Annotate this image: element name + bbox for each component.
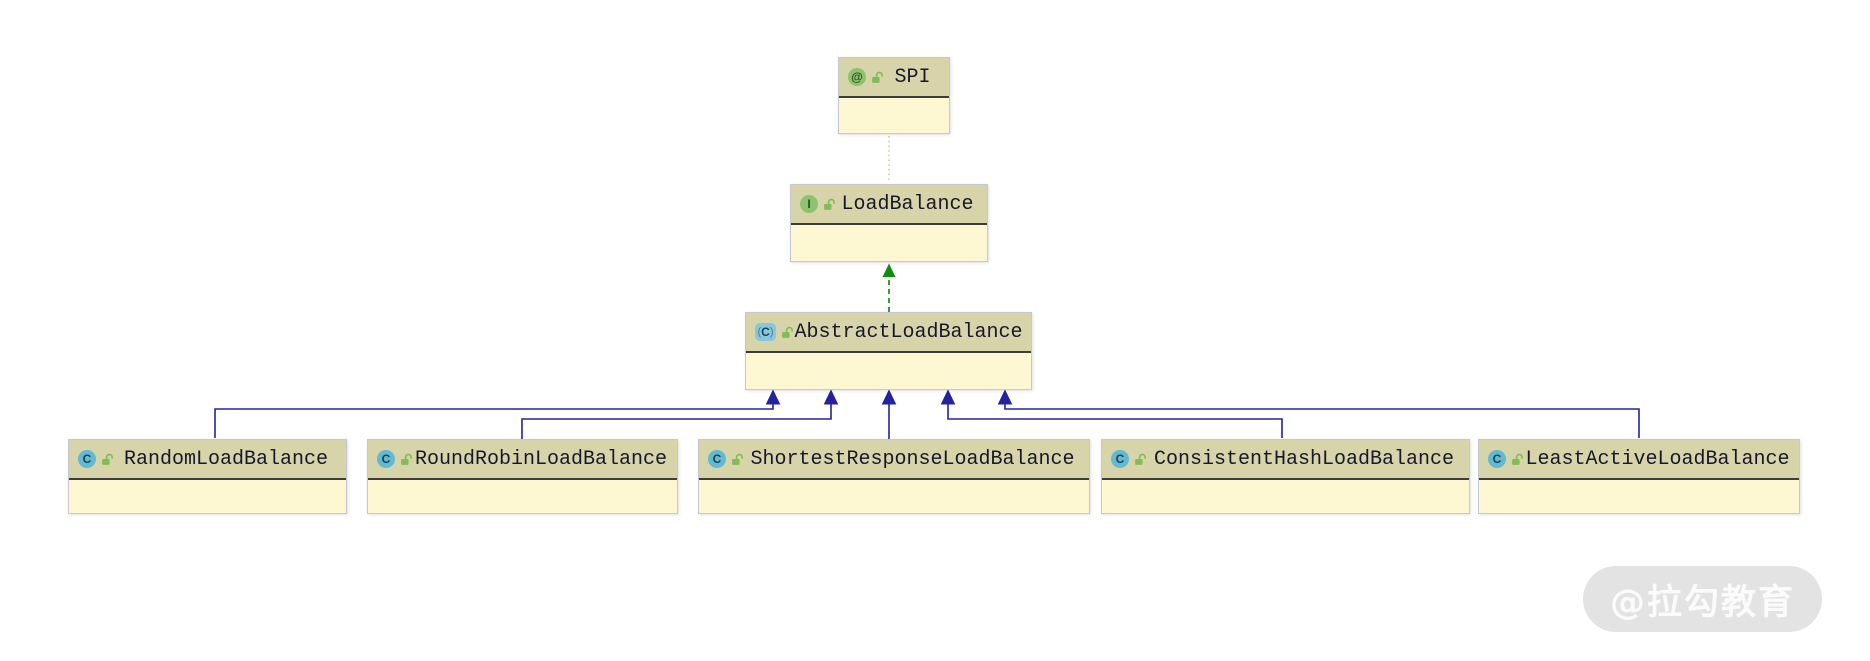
generalization-connector-leastactive [1004, 404, 1640, 438]
node-body [368, 480, 677, 513]
unlocked-lock-icon [823, 198, 836, 211]
class-icon: C [1488, 450, 1506, 468]
unlocked-lock-icon [400, 453, 413, 466]
unlocked-lock-icon [1134, 453, 1147, 466]
class-node-randomloadbalance[interactable]: C RandomLoadBalance [68, 439, 347, 514]
unlocked-lock-icon [871, 71, 884, 84]
generalization-arrowhead-consistenthash [940, 389, 956, 405]
class-node-abstractloadbalance[interactable]: (C) AbstractLoadBalance [745, 312, 1032, 390]
interface-icon: I [800, 195, 818, 213]
node-body [791, 225, 987, 261]
class-icon: C [377, 450, 395, 468]
class-name: RandomLoadBalance [123, 447, 329, 471]
node-header: C RoundRobinLoadBalance [368, 440, 677, 480]
node-body [839, 98, 949, 133]
node-header: C LeastActiveLoadBalance [1479, 440, 1799, 480]
class-icon: C [708, 450, 726, 468]
node-body [1479, 480, 1799, 513]
class-name: AbstractLoadBalance [794, 320, 1023, 344]
node-body [69, 480, 346, 513]
generalization-connector-random [214, 404, 774, 438]
node-body [746, 353, 1031, 389]
watermark: @拉勾教育 [1583, 566, 1822, 632]
generalization-connector-consistenthash [947, 404, 1283, 438]
class-name: LeastActiveLoadBalance [1525, 447, 1790, 471]
generalization-connector-roundrobin [521, 404, 832, 439]
node-body [699, 480, 1089, 513]
class-node-consistenthashloadbalance[interactable]: C ConsistentHashLoadBalance [1101, 439, 1470, 514]
node-header: C ShortestResponseLoadBalance [699, 440, 1089, 480]
unlocked-lock-icon [1511, 453, 1524, 466]
node-header: (C) AbstractLoadBalance [746, 313, 1031, 353]
class-name: RoundRobinLoadBalance [414, 447, 668, 471]
generalization-arrowhead-shortestresponse [881, 389, 897, 405]
unlocked-lock-icon [781, 326, 794, 339]
generalization-arrowhead-leastactive [997, 389, 1013, 405]
realization-arrowhead [882, 263, 896, 277]
class-node-spi[interactable]: @ SPI [838, 57, 950, 134]
abstract-class-icon: (C) [755, 323, 776, 341]
unlocked-lock-icon [101, 453, 114, 466]
class-name: SPI [894, 65, 931, 89]
node-header: I LoadBalance [791, 185, 987, 225]
node-body [1102, 480, 1469, 513]
class-name: ConsistentHashLoadBalance [1153, 447, 1455, 471]
class-name: LoadBalance [841, 192, 974, 216]
node-header: C RandomLoadBalance [69, 440, 346, 480]
class-icon: C [1111, 450, 1129, 468]
node-header: C ConsistentHashLoadBalance [1102, 440, 1469, 480]
class-node-loadbalance[interactable]: I LoadBalance [790, 184, 988, 262]
class-node-leastactiveloadbalance[interactable]: C LeastActiveLoadBalance [1478, 439, 1800, 514]
node-header: @ SPI [839, 58, 949, 98]
unlocked-lock-icon [731, 453, 744, 466]
generalization-arrowhead-random [765, 389, 781, 405]
class-node-shortestresponseloadbalance[interactable]: C ShortestResponseLoadBalance [698, 439, 1090, 514]
generalization-arrowhead-roundrobin [823, 389, 839, 405]
annotation-icon: @ [848, 68, 866, 86]
class-icon: C [78, 450, 96, 468]
class-name: ShortestResponseLoadBalance [750, 447, 1075, 471]
class-node-roundrobinloadbalance[interactable]: C RoundRobinLoadBalance [367, 439, 678, 514]
